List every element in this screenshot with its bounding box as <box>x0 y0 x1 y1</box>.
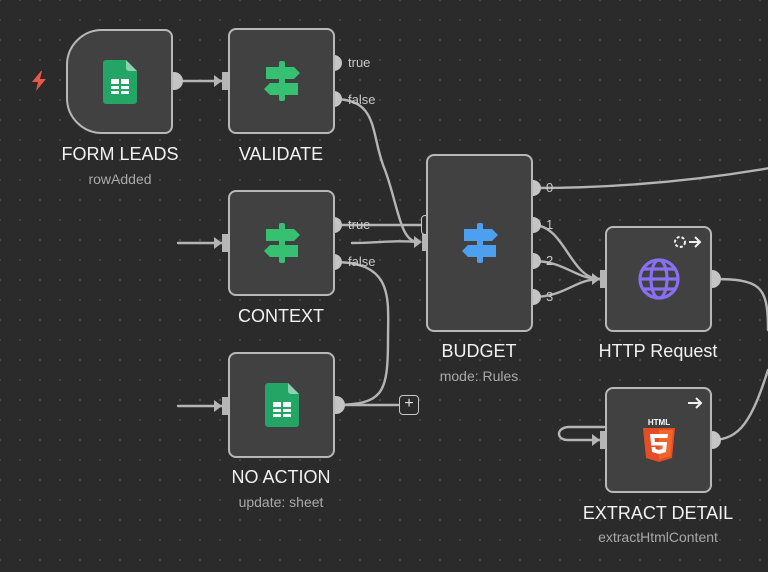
wire-http-out <box>710 277 768 332</box>
wire-budget-0-out <box>531 167 768 190</box>
arrowhead-http <box>592 273 600 285</box>
output-label-false: false <box>348 92 376 107</box>
signpost-icon <box>263 61 300 101</box>
output-label-true: true <box>348 217 371 232</box>
google-sheets-icon <box>102 59 137 104</box>
html5-icon: HTML <box>642 418 675 462</box>
node-form-leads[interactable] <box>66 29 173 134</box>
wire-budget-1-to-http <box>531 223 602 281</box>
arrowhead-no-action <box>214 400 222 412</box>
output-label-3: 3 <box>546 289 554 304</box>
wire-validate-false-to-budget <box>332 97 420 244</box>
webhook-arrow-icon <box>674 236 702 248</box>
node-no-action[interactable] <box>228 352 335 458</box>
arrowhead-extract <box>592 434 600 446</box>
node-context[interactable] <box>228 190 335 296</box>
output-label-false: false <box>348 254 376 269</box>
node-title: BUDGET <box>441 341 517 361</box>
input-port-extract <box>600 431 608 449</box>
node-title: VALIDATE <box>238 144 324 164</box>
html5-icon-text: HTML <box>647 418 669 427</box>
output-label-true: true <box>348 55 371 70</box>
node-subtitle: update: sheet <box>238 494 324 510</box>
node-title: HTTP Request <box>598 341 718 361</box>
node-subtitle: rowAdded <box>88 171 152 187</box>
arrowhead-validate <box>214 75 222 87</box>
signpost-icon <box>263 223 300 263</box>
trigger-bolt-icon <box>32 71 46 91</box>
node-subtitle: mode: Rules <box>439 368 519 384</box>
node-budget[interactable] <box>426 154 533 332</box>
input-port-http <box>600 270 608 288</box>
wire-extract-in <box>557 425 606 442</box>
node-title: NO ACTION <box>231 467 331 487</box>
wire-extract-out <box>710 368 768 442</box>
wire-context-false-down <box>332 260 390 407</box>
google-sheets-icon <box>264 383 299 427</box>
node-subtitle: extractHtmlContent <box>598 529 718 545</box>
arrowhead-context <box>214 237 222 249</box>
input-port-validate <box>222 72 230 90</box>
output-label-0: 0 <box>546 180 554 195</box>
signpost-icon <box>461 223 498 263</box>
node-title: CONTEXT <box>237 306 325 326</box>
wire-context-true-to-budget-2 <box>350 240 420 245</box>
node-title: EXTRACT DETAIL <box>582 503 734 523</box>
add-node-button[interactable]: + <box>399 395 419 415</box>
globe-icon <box>637 258 680 300</box>
output-label-1: 1 <box>546 217 554 232</box>
arrowhead-budget <box>414 236 422 248</box>
arrow-right-icon <box>688 397 703 409</box>
node-validate[interactable] <box>228 28 335 134</box>
wire-budget-3-to-http <box>531 277 602 299</box>
input-port-context <box>222 234 230 252</box>
output-label-2: 2 <box>546 253 554 268</box>
input-port-no-action <box>222 397 230 415</box>
node-extract-detail[interactable]: HTML <box>605 387 712 493</box>
node-http-request[interactable] <box>605 226 712 332</box>
node-title: FORM LEADS <box>61 144 179 164</box>
